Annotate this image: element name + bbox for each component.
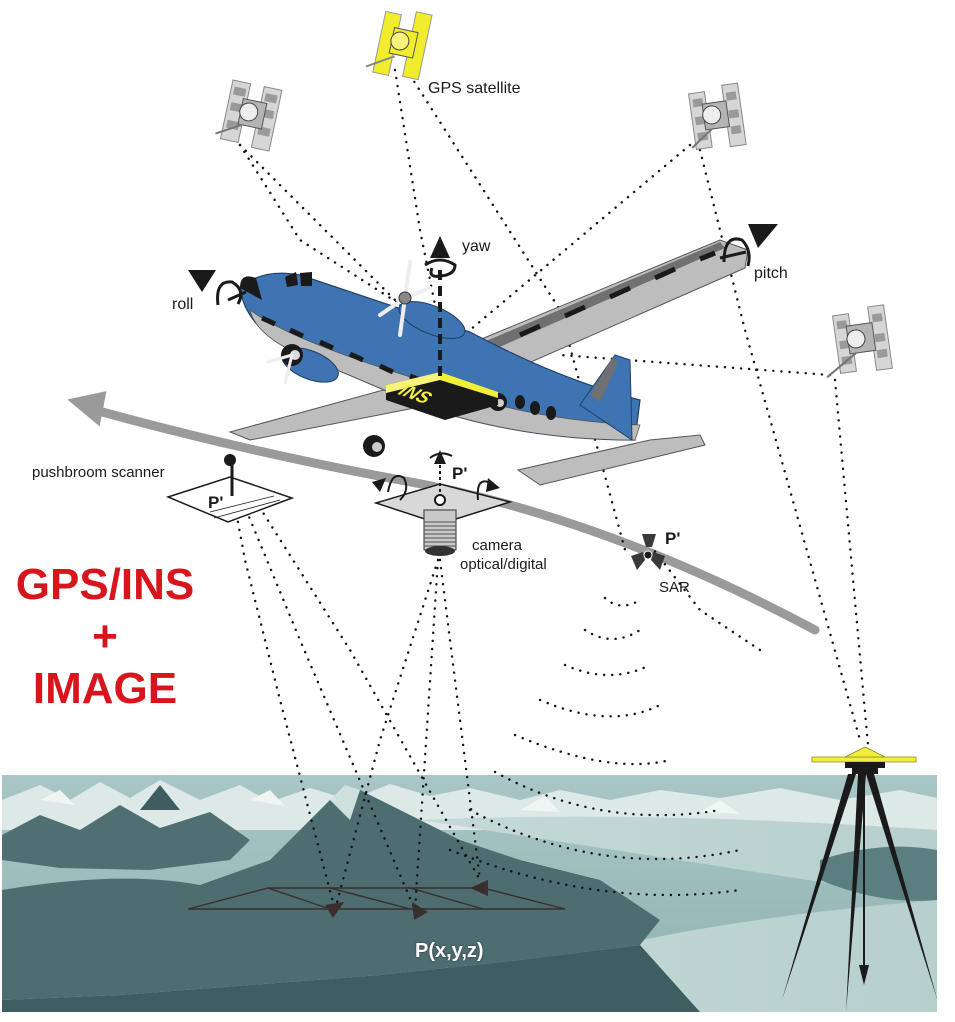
camera-label: camera: [472, 537, 523, 554]
flight-path-arrow: [67, 391, 820, 635]
satellite-icon: [215, 79, 283, 152]
aircraft-illustration: [228, 239, 749, 486]
tripod-gps-receiver-icon: [782, 746, 938, 1012]
title-image: IMAGE: [32, 664, 178, 713]
scanner-p-prime-label: P': [208, 493, 224, 512]
pushbroom-scanner-icon: [165, 454, 295, 523]
pushbroom-scanner-label: pushbroom scanner: [32, 464, 165, 481]
sar-label: SAR: [659, 579, 690, 596]
title-gps-ins: GPS/INS: [15, 560, 195, 609]
ray-arrowhead: [470, 880, 488, 896]
gps-satellite-icon: [365, 10, 433, 81]
pitch-label: pitch: [754, 265, 788, 282]
ray-arrowhead: [325, 902, 344, 918]
ray-arrowhead: [412, 902, 428, 920]
title-plus: +: [92, 612, 118, 661]
yaw-axis-icon: [424, 236, 457, 378]
ins-box: [386, 372, 498, 420]
sar-p-prime-label: P': [665, 529, 681, 548]
terrain-image: [2, 775, 937, 1012]
camera-p-prime-label: P': [452, 464, 468, 483]
yaw-label: yaw: [462, 238, 491, 255]
frame-camera-icon: [372, 450, 513, 556]
sar-antenna-icon: [631, 534, 665, 570]
gps-satellite-label: GPS satellite: [428, 80, 521, 97]
pitch-axis-icon: [719, 224, 778, 267]
satellite-icon: [826, 304, 893, 379]
ground-point-label: P(x,y,z): [415, 940, 484, 962]
roll-label: roll: [172, 296, 194, 313]
roll-axis-icon: [188, 270, 247, 306]
satellite-icon: [687, 82, 747, 150]
camera-type-label: optical/digital: [460, 556, 547, 573]
